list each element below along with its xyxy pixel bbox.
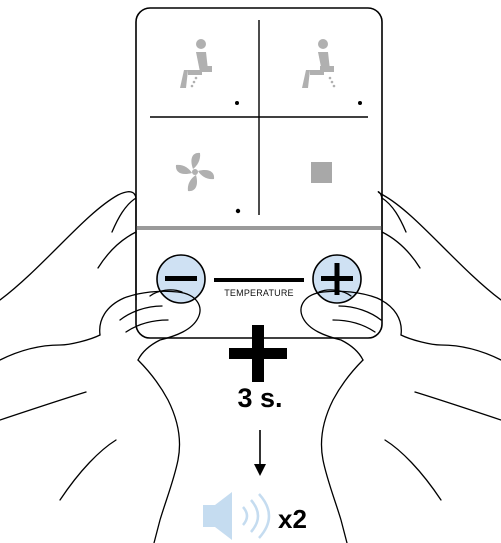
temperature-label: TEMPERATURE <box>224 288 294 298</box>
stop-button[interactable] <box>311 162 332 183</box>
plus-icon-v <box>334 263 340 295</box>
combine-plus-icon <box>229 325 287 382</box>
minus-icon <box>165 276 197 281</box>
stop-square-icon <box>311 162 332 183</box>
hold-time-label: 3 s. <box>237 383 283 413</box>
down-arrow-icon <box>254 430 266 476</box>
speaker-icon <box>203 492 271 540</box>
temperature-plus-button[interactable] <box>312 254 362 304</box>
front-wash-button[interactable] <box>302 39 362 105</box>
front-wash-icon <box>302 39 336 88</box>
temperature-minus-button[interactable] <box>156 254 206 304</box>
left-hand <box>0 191 201 543</box>
right-hand <box>300 191 501 543</box>
rear-wash-button[interactable] <box>180 39 239 105</box>
rear-wash-icon <box>180 39 212 88</box>
fan-icon <box>175 152 215 192</box>
remote-control <box>135 7 383 339</box>
dryer-button[interactable] <box>175 152 241 214</box>
repeat-count-label: x2 <box>278 504 307 534</box>
